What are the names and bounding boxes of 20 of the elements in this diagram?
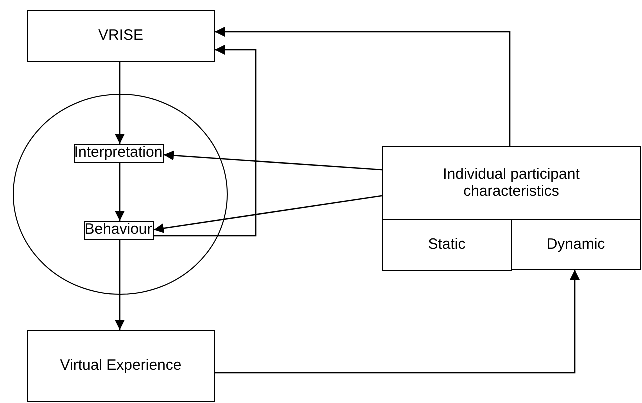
arrow	[115, 240, 125, 330]
box-text: Dynamic	[546, 236, 606, 254]
arrow	[154, 45, 257, 237]
arrow	[154, 195, 382, 234]
process-box	[382, 146, 641, 220]
box-text: Interpretation	[74, 144, 163, 162]
box-text: Virtual Experience	[60, 357, 182, 375]
process-box	[382, 219, 512, 271]
process-box	[511, 219, 641, 270]
box-text: VRISE	[98, 27, 144, 45]
arrow	[164, 150, 382, 171]
process-box	[27, 10, 215, 62]
box-text: Static	[428, 236, 466, 254]
arrow	[215, 270, 580, 374]
arrow	[115, 163, 125, 221]
box-text: Individual participant characteristics	[442, 166, 581, 200]
process-box	[27, 330, 215, 402]
arrow	[115, 62, 125, 144]
arrow	[215, 27, 511, 146]
box-text: Behaviour	[84, 221, 152, 239]
